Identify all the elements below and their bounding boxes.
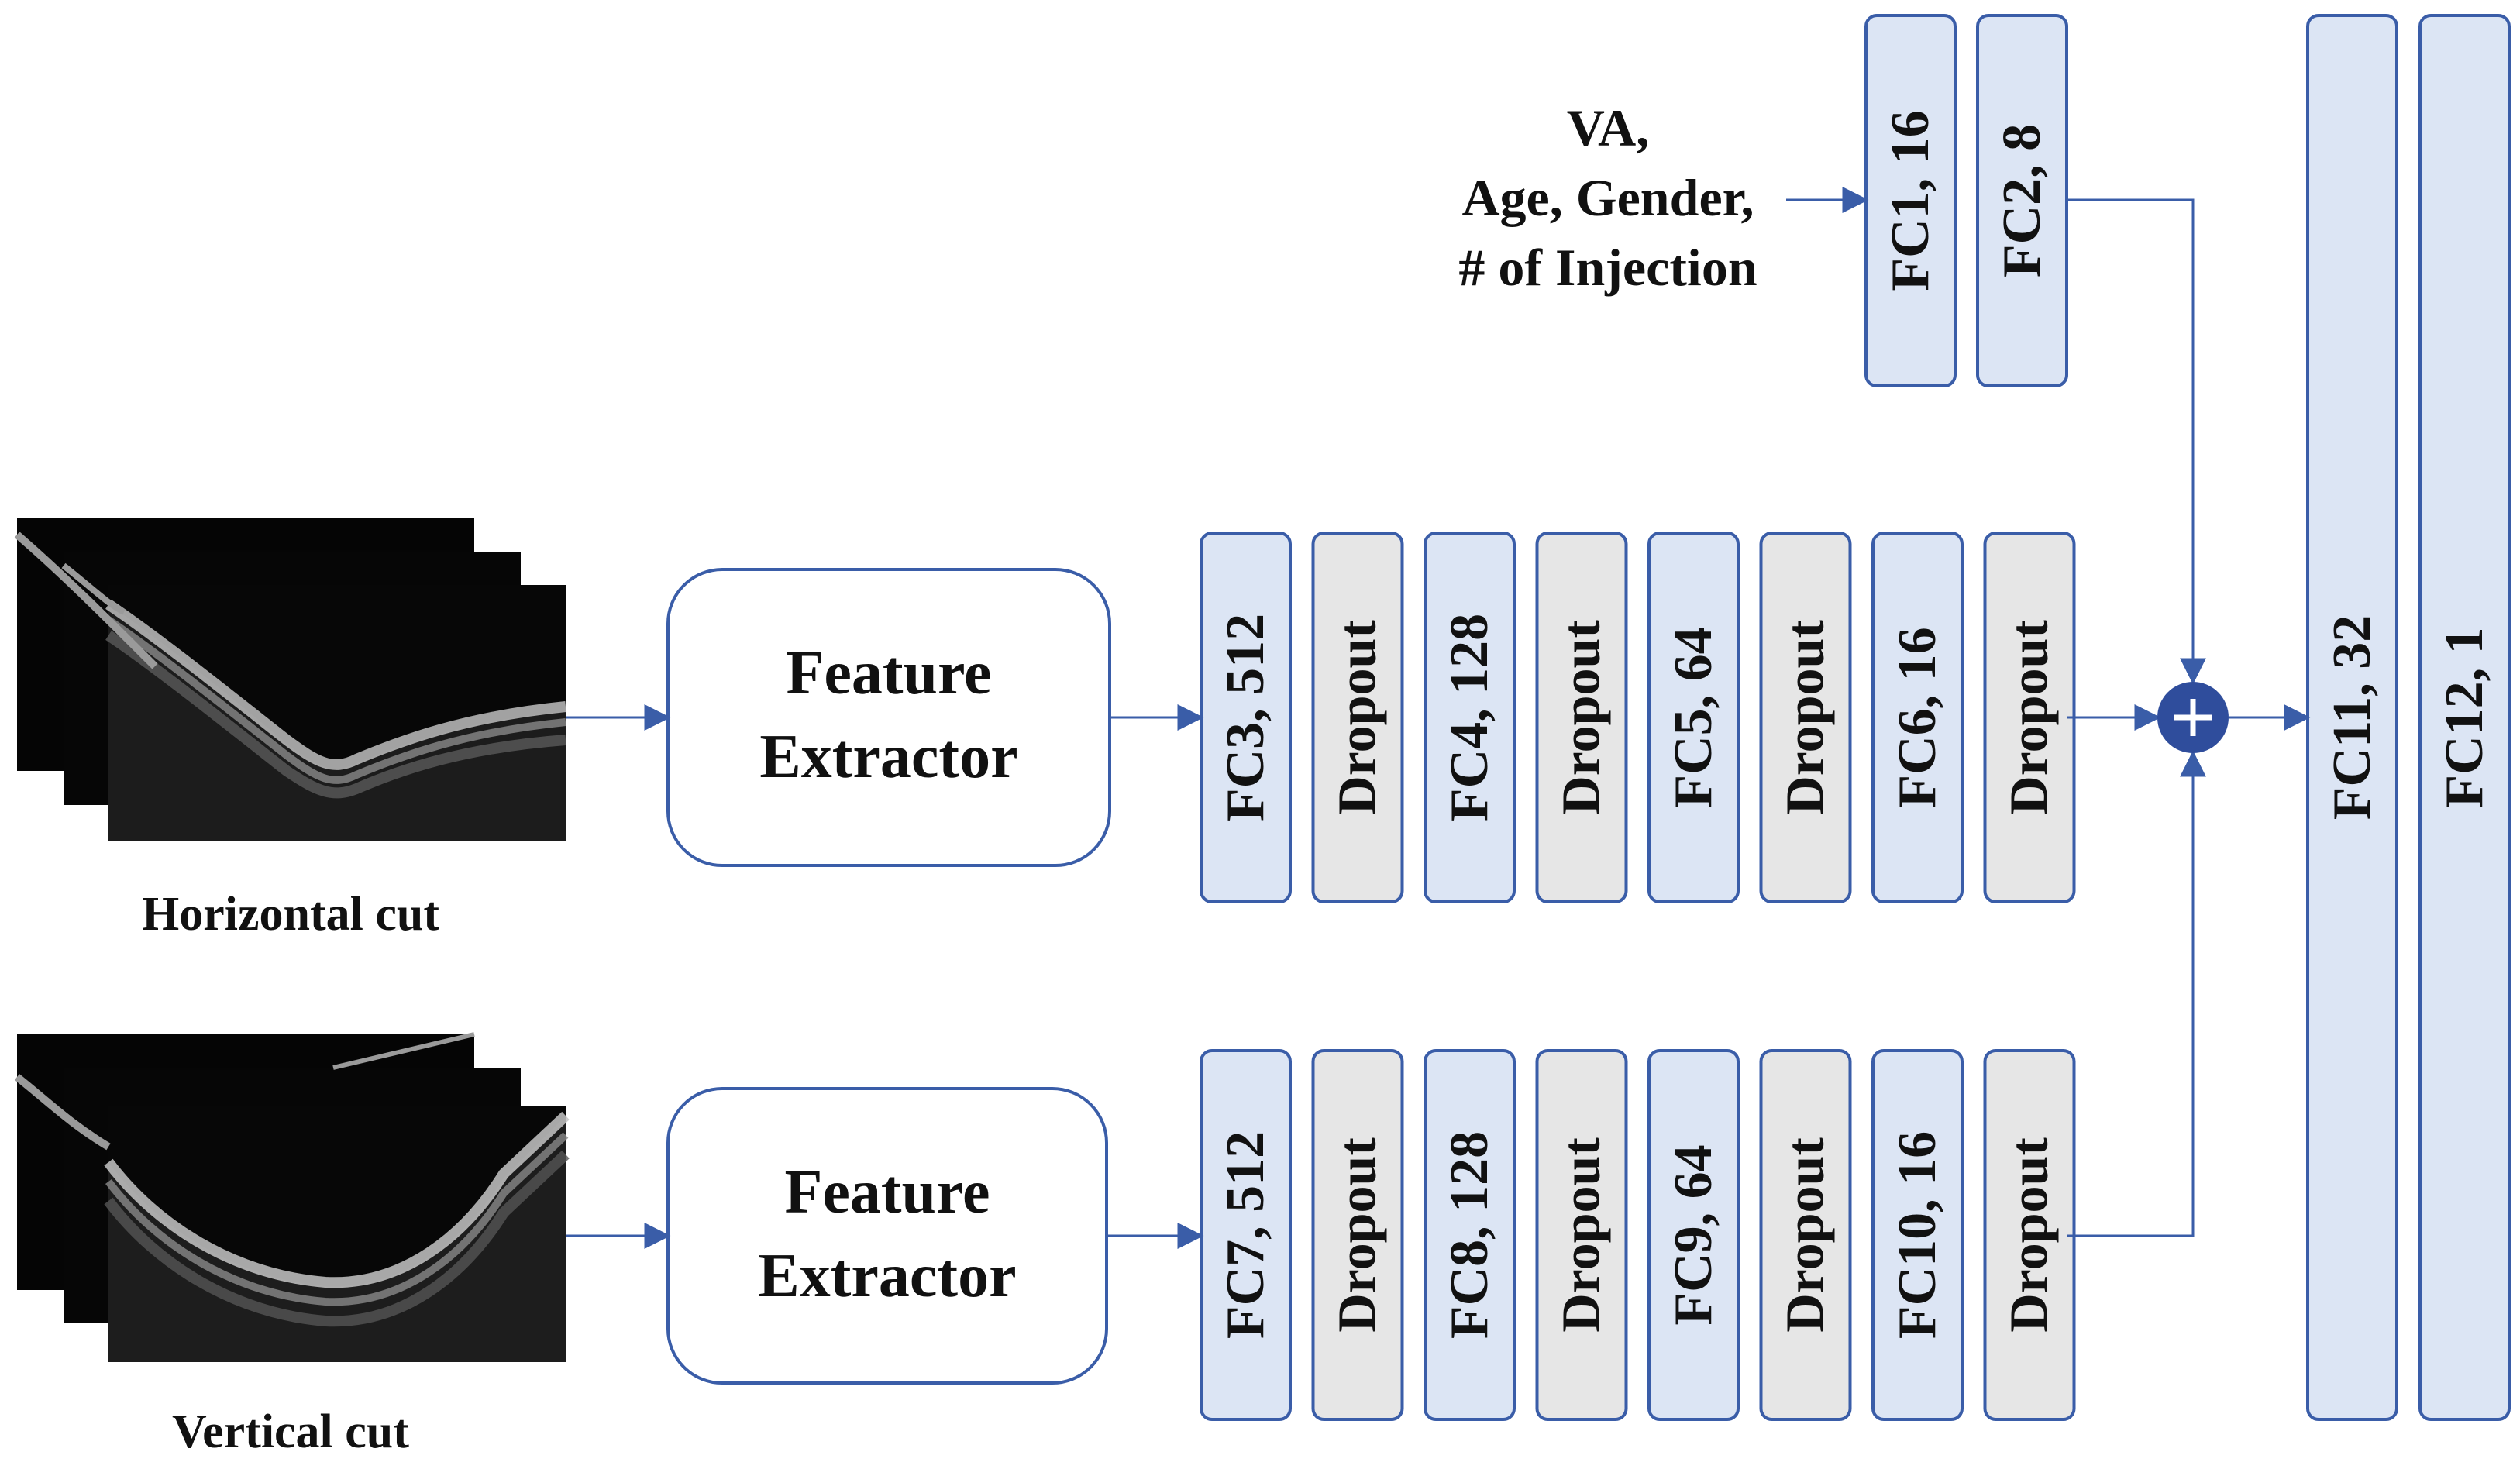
- horizontal-branch-layers: FC3, 512 Dropout FC4, 128 Dropout FC5, 64 Dro…: [1200, 532, 2076, 903]
- dropout-layer-box: [1311, 1049, 1404, 1421]
- retina-layer: [61, 562, 126, 615]
- retina-layer: [14, 1074, 111, 1151]
- fc-label-fc1-16: FC1, 16: [1881, 110, 1940, 291]
- dropout-label: Dropout: [1776, 1137, 1836, 1333]
- fc-label-fc5-64: FC5, 64: [1664, 627, 1723, 807]
- fc-label-fc11-32: FC11, 32: [2322, 615, 2382, 820]
- fc-label-fc3-512: FC3, 512: [1216, 614, 1275, 821]
- fc-layer-box: [1424, 1049, 1516, 1421]
- line-fc2-to-sum: [2067, 198, 2206, 685]
- line-vertical-to-sum: [2067, 750, 2206, 1237]
- retina-layer: [104, 1111, 570, 1288]
- retina-band: [108, 604, 566, 841]
- concat-node: [2157, 682, 2229, 753]
- retina-layer: [106, 616, 566, 784]
- fc-label-fc2-8: FC2, 8: [1992, 124, 2052, 277]
- dropout-label: Dropout: [1776, 620, 1836, 815]
- fc-layer-box: [2418, 14, 2511, 1421]
- feature-extractor-top: Feature Extractor: [666, 568, 1111, 867]
- head-layers: FC11, 32 FC12, 1: [2306, 14, 2511, 1421]
- dropout-layer-box: [1535, 532, 1628, 903]
- dropout-layer-box: [1759, 532, 1852, 903]
- retina-band: [108, 1116, 566, 1362]
- retina-layer: [105, 600, 566, 770]
- retina-layer: [14, 532, 158, 669]
- dropout-layer-box: [1535, 1049, 1628, 1421]
- fc-layer-box: [1871, 532, 1964, 903]
- fc-layer-box: [1647, 532, 1740, 903]
- retina-layer: [104, 1150, 570, 1327]
- retina-layer: [105, 631, 566, 799]
- metadata-input: VA, Age, Gender, # of Injection: [1458, 98, 1757, 297]
- metadata-line: VA,: [1567, 98, 1649, 157]
- dropout-layer-box: [1311, 532, 1404, 903]
- retina-layer: [105, 1132, 569, 1306]
- metadata-line: Age, Gender,: [1461, 168, 1754, 227]
- feature-extractor-label: Feature: [784, 1158, 990, 1226]
- fc-layer-box: [1871, 1049, 1964, 1421]
- horizontal-caption: Horizontal cut: [142, 888, 439, 941]
- vertical-branch-layers: FC7, 512 Dropout FC8, 128 Dropout FC9, 64 Dro…: [1200, 1049, 2076, 1421]
- fc-label-fc8-128: FC8, 128: [1440, 1131, 1499, 1339]
- fc-label-fc4-128: FC4, 128: [1440, 614, 1499, 821]
- metadata-branch-layers: FC1, 16 FC2, 8: [1864, 14, 2068, 387]
- feature-extractor-label: Extractor: [759, 723, 1017, 791]
- vertical-caption: Vertical cut: [172, 1405, 409, 1458]
- dropout-layer-box: [1759, 1049, 1852, 1421]
- fc-layer-box: [1424, 532, 1516, 903]
- fc-label-fc12-1: FC12, 1: [2435, 627, 2494, 807]
- dropout-label: Dropout: [1552, 620, 1612, 815]
- feature-extractor-label: Feature: [786, 639, 991, 707]
- fc-label-fc6-16: FC6, 16: [1888, 627, 1947, 807]
- retina-layer: [332, 1032, 475, 1070]
- dropout-label: Dropout: [1552, 1137, 1612, 1333]
- dropout-label: Dropout: [1328, 620, 1388, 815]
- fc-layer-box: [1647, 1049, 1740, 1421]
- dropout-label: Dropout: [2000, 620, 2060, 815]
- feature-extractor-bottom: Feature Extractor: [666, 1087, 1108, 1385]
- fc-label-fc9-64: FC9, 64: [1664, 1144, 1723, 1325]
- horizontal-oct-stack: [14, 518, 566, 841]
- vertical-oct-stack: [14, 1032, 570, 1362]
- fc-label-fc7-512: FC7, 512: [1216, 1131, 1275, 1339]
- feature-extractor-label: Extractor: [758, 1242, 1016, 1310]
- dropout-label: Dropout: [2000, 1137, 2060, 1333]
- connections: [566, 187, 2311, 1249]
- dropout-label: Dropout: [1328, 1137, 1388, 1333]
- metadata-line: # of Injection: [1458, 238, 1757, 297]
- fc-label-fc10-16: FC10, 16: [1888, 1131, 1947, 1339]
